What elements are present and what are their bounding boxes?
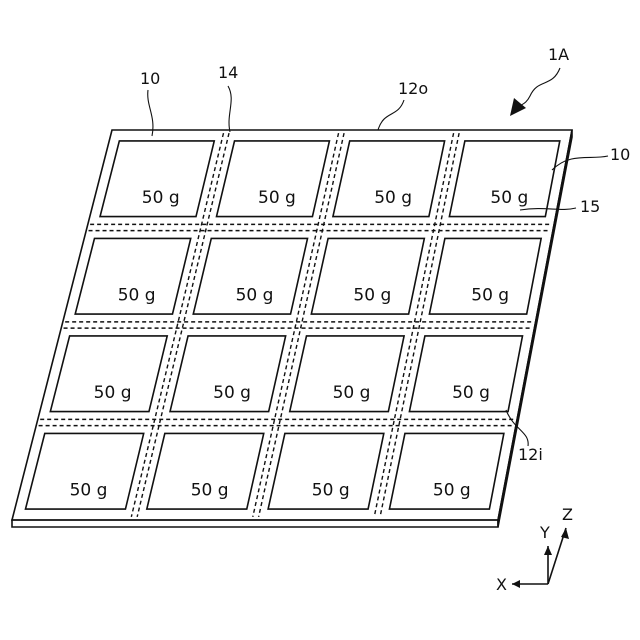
ref-sheet-label: 1A — [548, 45, 569, 64]
portion-weight-label: 50 g — [70, 480, 108, 500]
sheet-front-edge — [12, 520, 498, 527]
ref-inner-edge-label: 12i — [518, 445, 543, 464]
ref-notch-label: 15 — [580, 197, 600, 216]
axis-z-label: Z — [562, 505, 573, 524]
portion-weight-label: 50 g — [374, 188, 412, 208]
portion-weight-label: 50 g — [433, 480, 471, 500]
axis-triad: X Y Z — [496, 505, 573, 594]
portion-weight-label: 50 g — [333, 383, 371, 403]
ref-notch-leader — [520, 208, 576, 210]
axis-y-label: Y — [539, 523, 550, 542]
portion-weight-label: 50 g — [236, 285, 274, 305]
ref-cell-right-leader — [552, 156, 608, 170]
portion-weight-label: 50 g — [258, 188, 296, 208]
portion-weight-label: 50 g — [118, 285, 156, 305]
portion-weight-label: 50 g — [490, 188, 528, 208]
ref-outer-edge-label: 12o — [398, 79, 428, 98]
ref-perforation-leader — [228, 86, 231, 132]
ref-cell-right-label: 10 — [610, 145, 630, 164]
portion-weight-label: 50 g — [94, 383, 132, 403]
ref-perforation-label: 14 — [218, 63, 238, 82]
portion-weight-label: 50 g — [142, 188, 180, 208]
ref-outer-edge-leader — [378, 100, 404, 130]
portion-weight-label: 50 g — [191, 480, 229, 500]
portion-weight-label: 50 g — [312, 480, 350, 500]
axis-x-label: X — [496, 575, 507, 594]
ref-cell-top-leader — [148, 90, 153, 136]
ref-sheet-leader — [520, 68, 560, 106]
portion-weight-label: 50 g — [452, 383, 490, 403]
portion-weight-label: 50 g — [471, 285, 509, 305]
ref-sheet-arrowhead — [510, 98, 526, 116]
ref-cell-top-label: 10 — [140, 69, 160, 88]
portion-cells: 50 g 50 g 50 g 50 g 50 g 50 g 50 g 50 g 50 g 50 g… — [25, 141, 559, 509]
portion-weight-label: 50 g — [353, 285, 391, 305]
portion-weight-label: 50 g — [213, 383, 251, 403]
